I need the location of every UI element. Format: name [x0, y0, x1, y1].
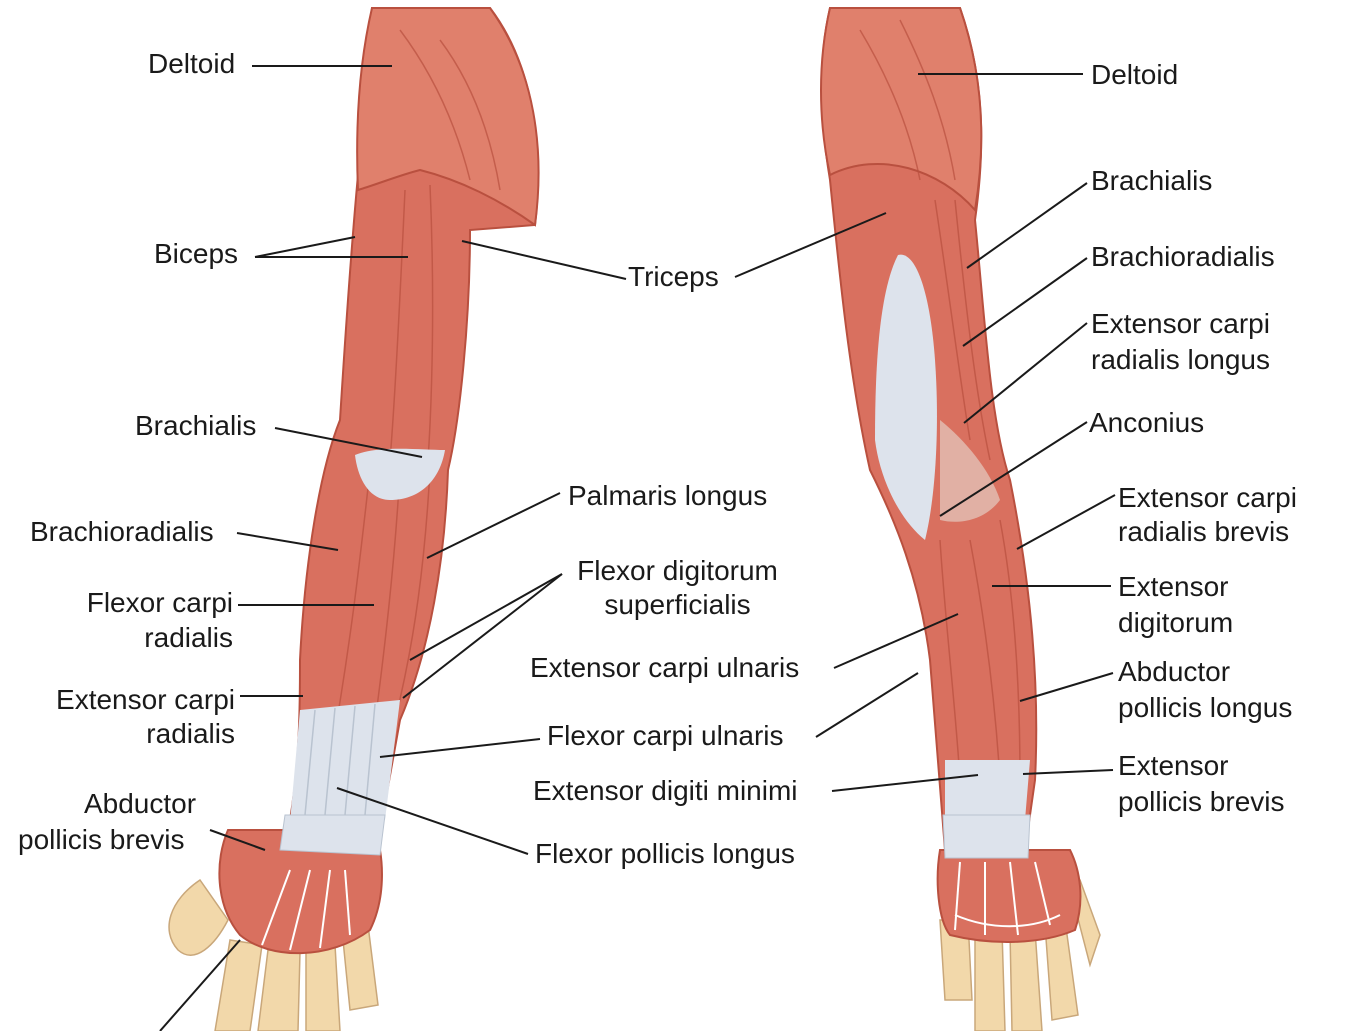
label-triceps: Triceps: [628, 259, 719, 295]
label-deltoid-posterior: Deltoid: [1091, 57, 1178, 93]
label-brachialis-posterior: Brachialis: [1091, 163, 1212, 199]
label-palmaris-longus: Palmaris longus: [568, 478, 767, 514]
label-flexor-carpi-radialis-line1: Flexor carpi: [87, 585, 233, 621]
posterior-arm: [821, 8, 1100, 1031]
label-flexor-carpi-radialis-line2: radialis: [144, 620, 233, 656]
label-abductor-pollicis-brevis-line1: Abductor: [60, 786, 220, 822]
anterior-wrist-band: [280, 815, 385, 855]
label-extensor-carpi-ulnaris: Extensor carpi ulnaris: [530, 650, 799, 686]
label-flexor-digitorum-line1: Flexor digitorum: [560, 553, 795, 589]
label-ecrl-line2: radialis longus: [1091, 342, 1270, 378]
label-flexor-pollicis-longus: Flexor pollicis longus: [535, 836, 795, 872]
label-ecrb-line2: radialis brevis: [1118, 514, 1289, 550]
anterior-arm: [169, 8, 539, 1031]
label-extensor-pollicis-brevis-line2: pollicis brevis: [1118, 784, 1285, 820]
label-extensor-digiti-minimi: Extensor digiti minimi: [533, 773, 798, 809]
label-extensor-carpi-radialis-line2: radialis: [146, 716, 235, 752]
posterior-wrist-tendons: [945, 760, 1030, 820]
label-deltoid-anterior: Deltoid: [148, 46, 235, 82]
label-anconius: Anconius: [1089, 405, 1204, 441]
label-brachioradialis-anterior: Brachioradialis: [30, 514, 214, 550]
label-brachialis-anterior: Brachialis: [135, 408, 256, 444]
label-flexor-carpi-ulnaris: Flexor carpi ulnaris: [547, 718, 784, 754]
label-abductor-pollicis-longus-line2: pollicis longus: [1118, 690, 1292, 726]
label-extensor-digitorum-line1: Extensor: [1118, 569, 1229, 605]
label-ecrl-line1: Extensor carpi: [1091, 306, 1270, 342]
label-biceps: Biceps: [154, 236, 238, 272]
label-extensor-pollicis-brevis-line1: Extensor: [1118, 748, 1229, 784]
label-brachioradialis-posterior: Brachioradialis: [1091, 239, 1275, 275]
label-extensor-digitorum-line2: digitorum: [1118, 605, 1233, 641]
label-flexor-digitorum-line2: superficialis: [560, 587, 795, 623]
posterior-wrist-band: [943, 815, 1030, 858]
label-extensor-carpi-radialis-line1: Extensor carpi: [56, 682, 235, 718]
label-abductor-pollicis-longus-line1: Abductor: [1118, 654, 1230, 690]
label-abductor-pollicis-brevis-line2: pollicis brevis: [18, 822, 185, 858]
label-ecrb-line1: Extensor carpi: [1118, 480, 1297, 516]
